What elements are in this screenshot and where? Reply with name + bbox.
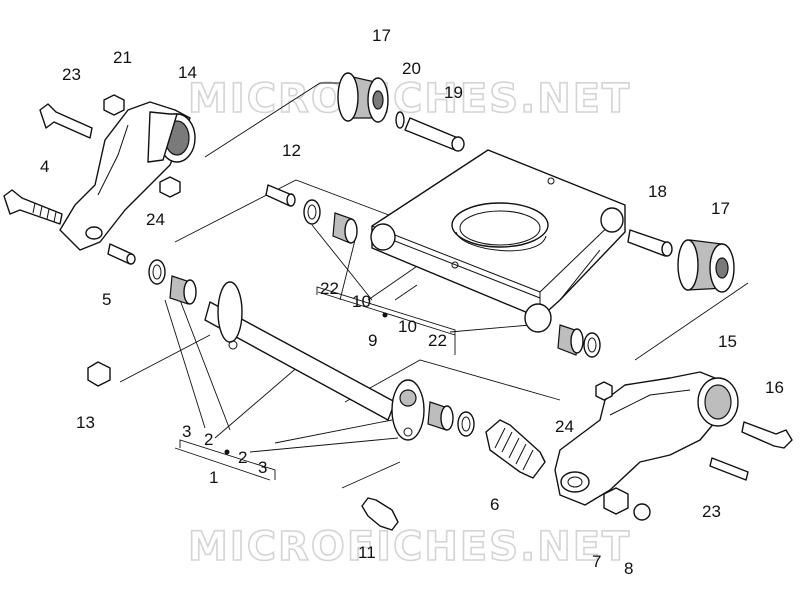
callout-17b: 17 <box>711 199 730 218</box>
washer-8 <box>633 503 651 521</box>
bushing-17-top <box>337 72 389 123</box>
callout-3: 3 <box>182 422 191 441</box>
callout-13: 13 <box>76 413 95 432</box>
nut-21 <box>103 94 125 116</box>
bolt-11 <box>361 497 399 531</box>
callout-16: 16 <box>765 378 784 397</box>
nut-24-left <box>159 176 181 198</box>
bolt-23-right <box>709 457 749 481</box>
threaded-nut-6 <box>485 419 546 479</box>
callout-2b: 2 <box>238 448 247 467</box>
bolt-16 <box>741 421 793 449</box>
pin-19 <box>404 117 465 152</box>
callout-10b: 10 <box>398 317 417 336</box>
callout-2: 2 <box>204 430 213 449</box>
callout-labels: 1 2 2 3 3 4 5 6 7 8 9 10 10 11 12 13 14 … <box>40 26 784 578</box>
pin-5 <box>107 243 136 265</box>
callout-23: 23 <box>62 65 81 84</box>
callout-10: 10 <box>352 292 371 311</box>
watermark-bottom: MICROFICHES.NET <box>188 524 631 570</box>
callout-14: 14 <box>178 63 197 82</box>
nut-13 <box>87 361 111 387</box>
callout-9: 9 <box>368 331 377 350</box>
callout-24: 24 <box>146 210 165 229</box>
callout-22b: 22 <box>428 331 447 350</box>
callout-22: 22 <box>320 279 339 298</box>
nut-24-right <box>595 381 613 401</box>
bolt-23-left <box>39 103 93 139</box>
callout-6: 6 <box>490 495 499 514</box>
seal-rings <box>148 199 601 437</box>
callout-12: 12 <box>282 141 301 160</box>
callout-3b: 3 <box>258 458 267 477</box>
callout-24b: 24 <box>555 417 574 436</box>
callout-19: 19 <box>444 83 463 102</box>
nut-7 <box>603 487 629 515</box>
bushing-17-right <box>677 239 735 293</box>
callout-18: 18 <box>648 182 667 201</box>
callout-17: 17 <box>372 26 391 45</box>
callout-20: 20 <box>402 59 421 78</box>
callout-8: 8 <box>624 559 633 578</box>
bushings-10 <box>169 212 584 431</box>
callout-23b: 23 <box>702 502 721 521</box>
callout-15: 15 <box>718 332 737 351</box>
callout-21: 21 <box>113 48 132 67</box>
pivot-shaft <box>204 281 425 441</box>
bolt-4 <box>3 189 63 225</box>
ring-20 <box>395 111 405 129</box>
callout-4: 4 <box>40 157 49 176</box>
left-bracket <box>59 101 196 251</box>
callout-1: 1 <box>209 468 218 487</box>
junction-dot-9 <box>382 312 388 318</box>
swingarm-body <box>370 149 626 333</box>
callout-11: 11 <box>358 543 376 562</box>
pin-18 <box>627 229 673 257</box>
callout-7: 7 <box>592 552 601 571</box>
watermark-top: MICROFICHES.NET <box>188 76 631 122</box>
callout-5: 5 <box>102 290 111 309</box>
right-bracket <box>554 371 739 506</box>
pin-12 <box>265 184 296 207</box>
junction-dot-1 <box>224 449 230 455</box>
